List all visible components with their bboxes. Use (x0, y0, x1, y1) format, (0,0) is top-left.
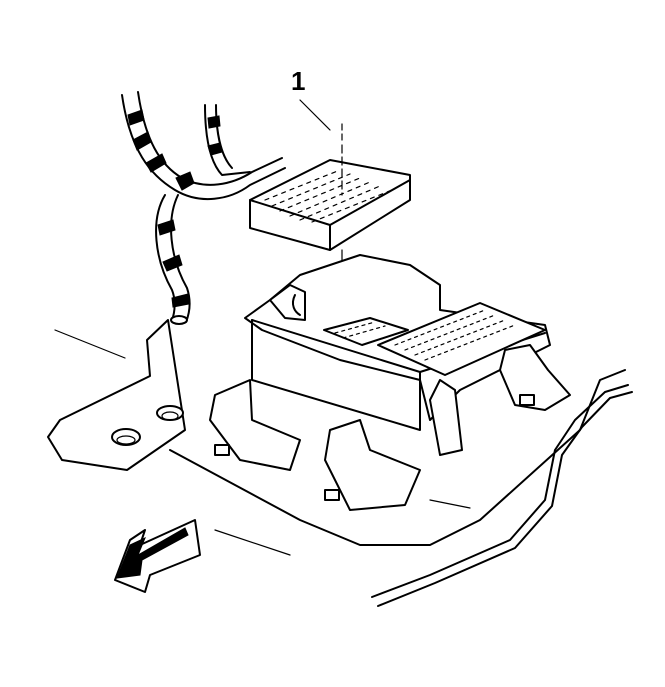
fuse-block-base (209, 254, 571, 511)
mounting-panel (47, 319, 633, 607)
front-direction-arrow-icon (114, 519, 201, 593)
wiring-harness (121, 91, 286, 325)
callout-label-1: 1 (291, 66, 306, 96)
fuse-block-cover (249, 99, 411, 316)
